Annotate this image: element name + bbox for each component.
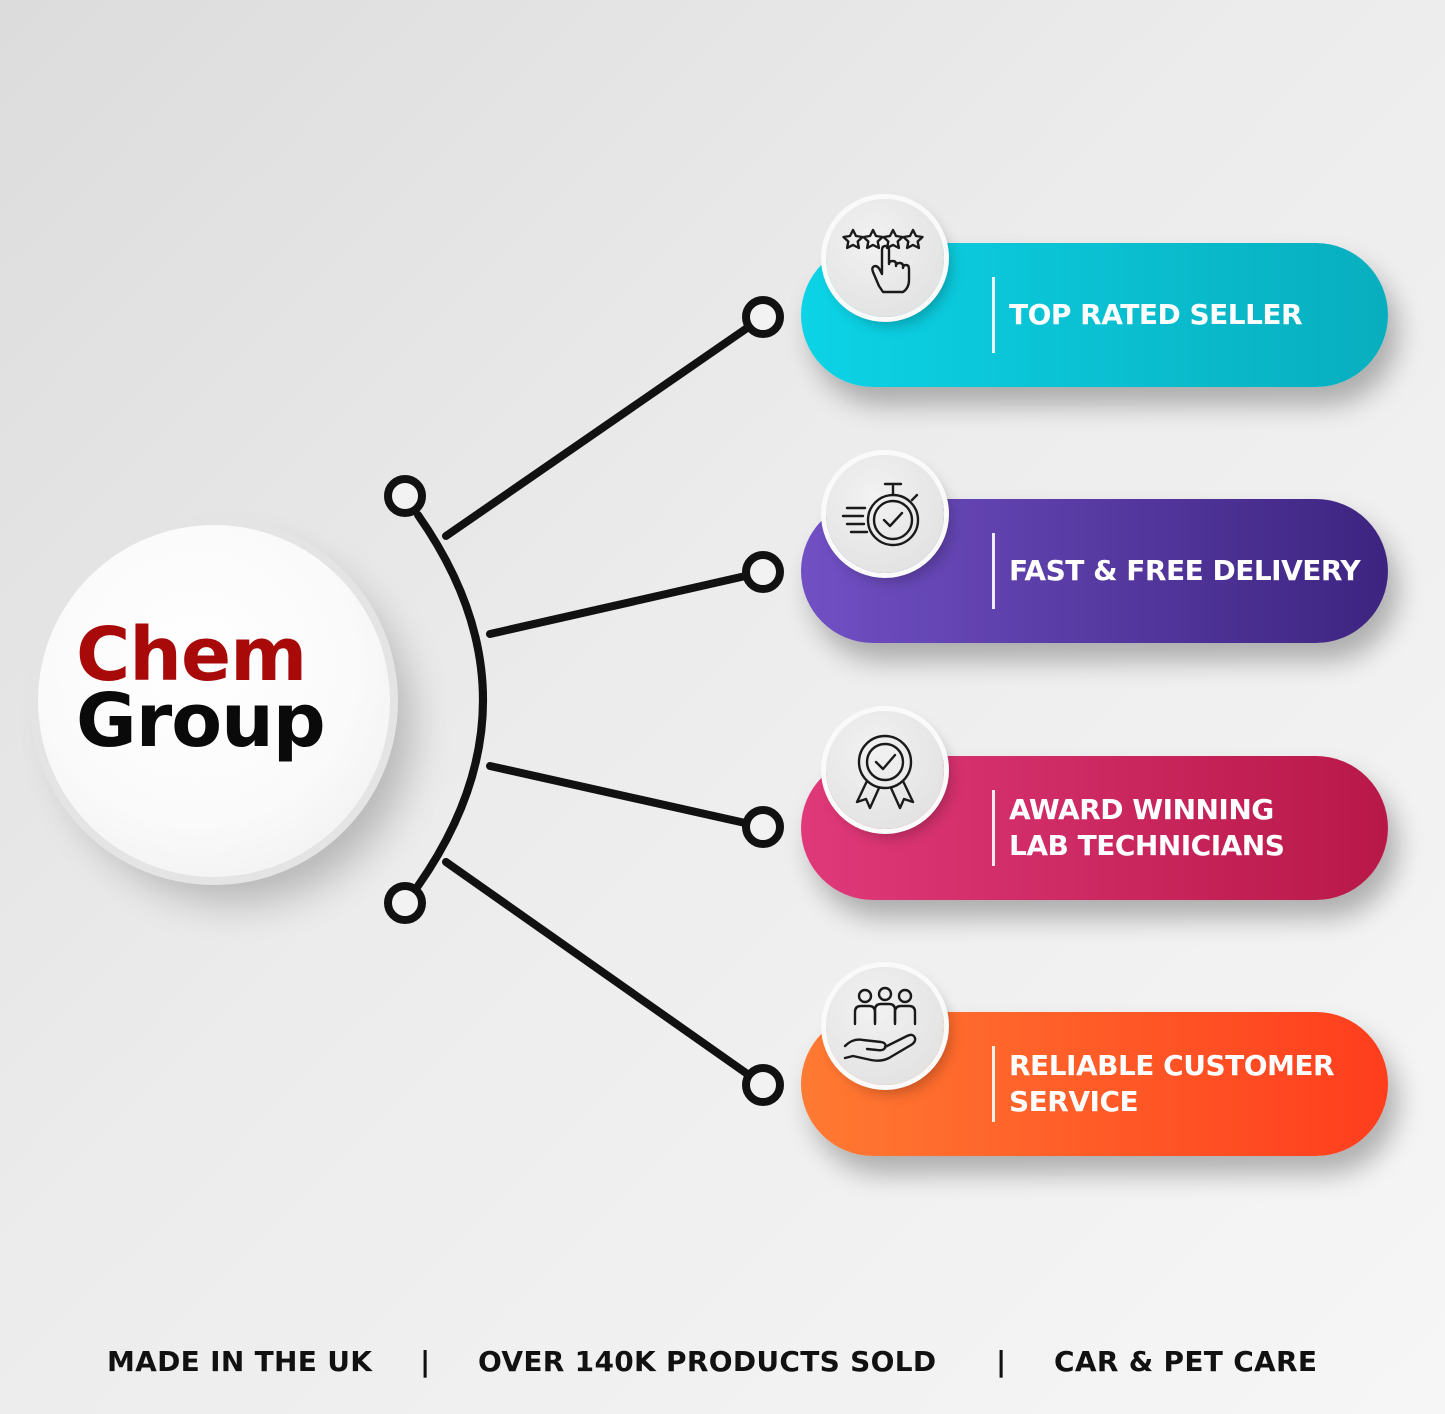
pill-divider [992, 790, 995, 866]
logo-chem: Chem [76, 612, 307, 698]
footer-bar: MADE IN THE UK | OVER 140K PRODUCTS SOLD… [0, 1345, 1445, 1385]
connector-arc-node-bottom [384, 882, 426, 924]
connector-arc-node-top [384, 475, 426, 517]
connector-node-2 [742, 551, 784, 593]
feature-label: TOP RATED SELLER [1009, 243, 1368, 387]
feature-label-line: TOP RATED SELLER [1009, 298, 1303, 331]
award-badge-icon-badge [826, 711, 944, 829]
star-rating-hand-icon-badge [826, 199, 944, 317]
feature-label-line: LAB TECHNICIANS [1009, 829, 1285, 862]
logo-group: Group [76, 678, 326, 764]
connector-line-3 [486, 762, 767, 831]
connector-node-1 [742, 296, 784, 338]
pill-divider [992, 1046, 995, 1122]
stopwatch-check-icon [841, 482, 920, 547]
award-badge-icon [855, 734, 915, 810]
feature-label: RELIABLE CUSTOMER SERVICE [1009, 1012, 1368, 1156]
footer-made-in-uk: MADE IN THE UK [107, 1345, 373, 1378]
connector-line-1 [442, 313, 767, 540]
customer-care-hand-icon [843, 986, 917, 1062]
connector-node-3 [742, 806, 784, 848]
pill-divider [992, 277, 995, 353]
logo-circle [38, 525, 390, 877]
connector-arc [414, 511, 487, 890]
feature-label-line: RELIABLE CUSTOMER [1009, 1049, 1335, 1082]
customer-care-hand-icon-badge [826, 967, 944, 1085]
connector-node-4 [742, 1064, 784, 1106]
connector-line-4 [442, 858, 767, 1089]
feature-label: AWARD WINNING LAB TECHNICIANS [1009, 756, 1368, 900]
logo: Chem Group [76, 612, 326, 764]
feature-label: FAST & FREE DELIVERY [1009, 499, 1368, 643]
feature-label-line: SERVICE [1009, 1085, 1139, 1118]
connector-line-2 [486, 568, 767, 638]
pill-divider [992, 533, 995, 609]
footer-separator: | [420, 1345, 431, 1378]
stopwatch-check-icon-badge [826, 455, 944, 573]
star-rating-hand-icon [842, 228, 924, 294]
feature-label-line: AWARD WINNING [1009, 793, 1274, 826]
feature-label-line: FAST & FREE DELIVERY [1009, 554, 1361, 587]
footer-car-pet-care: CAR & PET CARE [1054, 1345, 1318, 1378]
footer-separator: | [996, 1345, 1007, 1378]
footer-products-sold: OVER 140K PRODUCTS SOLD [478, 1345, 937, 1378]
